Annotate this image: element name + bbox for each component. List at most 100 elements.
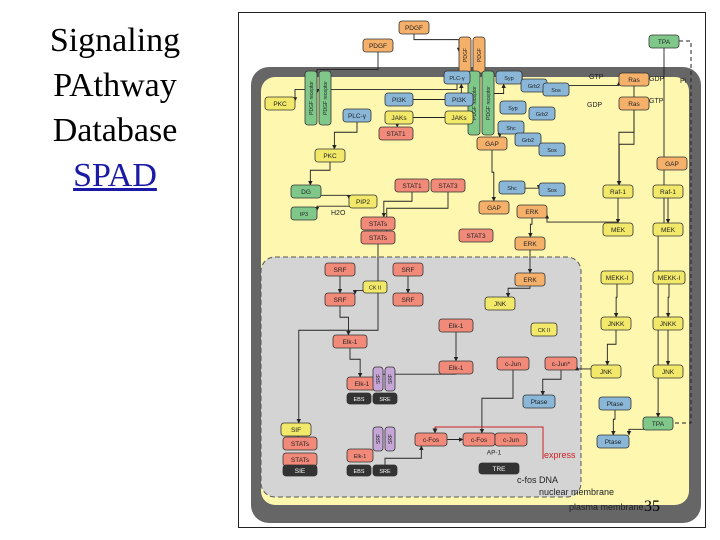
node-label: EBS — [353, 397, 364, 403]
node-label: PDGF receptor — [323, 81, 329, 115]
node-label: AP-1 — [487, 449, 502, 456]
node-tpa-top: TPA — [648, 34, 680, 49]
node-sie: SIE — [282, 464, 318, 477]
node-label: c-Jun — [505, 361, 521, 368]
node-box — [346, 464, 372, 477]
h2o-label: H2O — [331, 210, 346, 217]
node-stats1: STATs — [360, 216, 396, 231]
node-label: SRF — [402, 297, 415, 304]
node-label: PDGF — [463, 48, 469, 62]
node-box — [528, 106, 556, 121]
node-label: Ptase — [531, 399, 548, 406]
node-srf6: SRF — [384, 366, 396, 392]
node-elk1b: Elk-1 — [332, 334, 368, 349]
node-box — [438, 318, 474, 333]
node-label: PKC — [273, 101, 287, 108]
node-label: Elk-1 — [354, 454, 367, 460]
node-box — [596, 434, 630, 449]
gdp-label-2: GDP — [587, 102, 603, 109]
node-srf7: SRF — [372, 426, 384, 452]
node-pdgfr-v4: PDGF receptor — [481, 70, 495, 136]
arrow-cjun1-cfos2 — [479, 363, 514, 434]
node-cfos2: c-Fos — [462, 432, 496, 447]
node-label: Elk-1 — [449, 323, 464, 330]
node-jnk1: JNK — [484, 296, 516, 311]
node-srf1: SRF — [324, 262, 356, 277]
node-ap1: AP-1 — [487, 449, 502, 456]
node-erk1: ERK — [516, 204, 548, 219]
node-label: STAT1 — [386, 131, 406, 138]
node-cjun2: c-Jun* — [544, 356, 578, 371]
node-label: STAT3 — [466, 233, 486, 240]
node-ck2b: CK II — [530, 322, 558, 337]
node-label: Sos — [551, 88, 561, 94]
node-pi3k1: PI3K — [384, 92, 414, 107]
node-box — [280, 422, 312, 437]
arrow-ptase2-ptase3 — [611, 403, 616, 436]
node-label: Shc — [506, 126, 516, 132]
node-box — [499, 100, 527, 115]
node-label: JNK — [600, 369, 613, 376]
node-elk1a: Elk-1 — [438, 318, 474, 333]
node-box — [304, 70, 318, 126]
node-srf2: SRF — [392, 262, 424, 277]
node-box — [590, 364, 622, 379]
node-ptase2: Ptase — [598, 396, 632, 411]
node-ras2: Ras — [618, 96, 650, 111]
node-label: STATs — [369, 221, 388, 228]
node-label: TPA — [658, 39, 671, 46]
node-box — [652, 222, 684, 237]
node-syp1: Syp — [495, 70, 523, 85]
node-box — [478, 200, 510, 215]
node-label: PDGF receptor — [309, 81, 315, 115]
node-pdgf-v1: PDGF — [458, 36, 472, 74]
dna-label: c-fos DNA — [517, 475, 558, 485]
node-label: PI3K — [452, 97, 467, 104]
node-label: SRF — [388, 434, 394, 444]
arrow-jnkk1-jnk2 — [605, 323, 617, 366]
title-line-2: PAthway — [53, 67, 177, 104]
node-dg: DG — [290, 184, 322, 199]
node-label: JNKK — [608, 321, 625, 328]
node-box — [600, 270, 634, 285]
node-gap1: GAP — [476, 136, 508, 151]
node-ebs2: EBS — [346, 464, 372, 477]
node-label: Sos — [547, 148, 557, 154]
node-label: PKC — [323, 153, 337, 160]
node-box — [494, 432, 528, 447]
node-mek1: MEK — [602, 222, 634, 237]
node-box — [652, 184, 684, 199]
node-pdgf-v2: PDGF — [472, 36, 486, 74]
node-ip3: IP3 — [290, 206, 318, 221]
node-label: PDGF — [405, 25, 423, 32]
slide-number: 35 — [644, 498, 660, 515]
node-erk2: ERK — [514, 236, 546, 251]
node-box — [392, 262, 424, 277]
node-sos3: Sos — [538, 182, 566, 197]
node-box — [444, 92, 474, 107]
spad-link[interactable]: SPAD — [73, 157, 157, 194]
node-stats3: STATs — [282, 436, 318, 451]
node-label: c-Fos — [471, 437, 488, 444]
node-stats4: STATs — [282, 452, 318, 467]
node-box — [378, 126, 414, 141]
node-label: c-Jun — [503, 437, 519, 444]
node-cfos1: c-Fos — [414, 432, 448, 447]
title-line-1: Signaling — [49, 22, 181, 59]
node-tre: TRE — [478, 462, 520, 475]
node-box — [600, 316, 632, 331]
node-label: JNKK — [660, 321, 677, 328]
node-box — [392, 292, 424, 307]
node-label: MEKK-I — [606, 275, 629, 282]
node-elk1d: Elk-1 — [346, 376, 378, 391]
node-srf8: SRF — [384, 426, 396, 452]
node-srf5: SRF — [372, 366, 384, 392]
node-box — [414, 432, 448, 447]
node-box — [652, 270, 686, 285]
node-box — [443, 70, 471, 85]
node-box — [598, 396, 632, 411]
node-box — [372, 366, 384, 392]
node-label: STAT3 — [438, 183, 458, 190]
node-label: Grb2 — [522, 138, 534, 144]
